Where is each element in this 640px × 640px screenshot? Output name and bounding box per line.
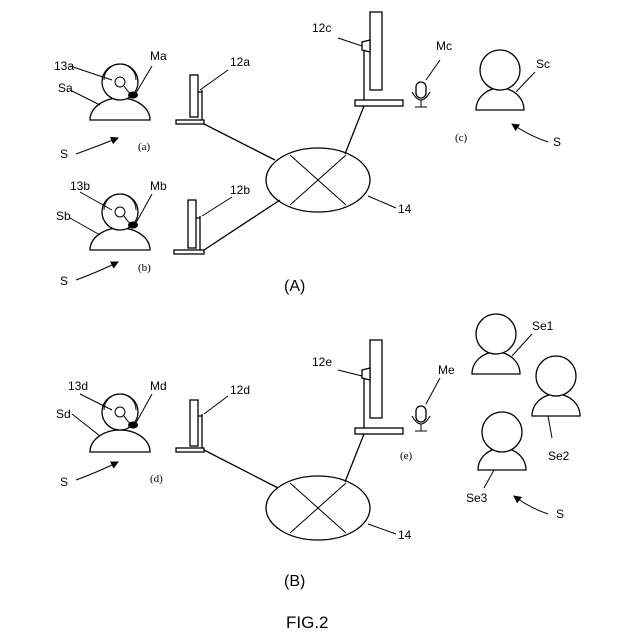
user-label-se2: Se2 (548, 449, 570, 463)
user-label-sb: Sb (56, 209, 71, 223)
user-label-se3: Se3 (466, 491, 488, 505)
monitor-12a-icon (176, 75, 204, 124)
group-label-s: S (60, 274, 68, 288)
headset-label-13a: 13a (54, 59, 74, 73)
headset-label-13b: 13b (70, 179, 90, 193)
mic-me-icon (412, 406, 430, 431)
terminal-label-12a: 12a (230, 55, 250, 69)
figure-label: FIG.2 (286, 613, 329, 632)
sub-label-c: (c) (455, 132, 468, 144)
terminal-label-12c: 12c (312, 21, 331, 35)
user-label-sc: Sc (536, 57, 550, 71)
mic-mc-icon (412, 82, 430, 107)
sub-label-b: (b) (138, 262, 151, 274)
terminal-label-12d: 12d (230, 383, 250, 397)
panel-label-b: (B) (284, 573, 305, 590)
user-label-sa: Sa (58, 81, 73, 95)
group-label-s: S (60, 147, 68, 161)
group-label-s: S (60, 475, 68, 489)
mic-label-ma: Ma (150, 49, 167, 63)
mic-label-md: Md (150, 379, 167, 393)
mic-label-mb: Mb (150, 179, 167, 193)
person-sa-icon (90, 64, 150, 120)
person-se2-icon (532, 356, 580, 416)
person-se1-icon (472, 314, 520, 374)
monitor-12e-icon (355, 340, 403, 434)
panel-a: 13a Ma Sa (a) S 12a 13b Mb Sb (54, 12, 561, 295)
network-label-14: 14 (398, 202, 412, 216)
user-label-sd: Sd (56, 407, 71, 421)
network-14-icon (266, 148, 370, 212)
headset-label-13d: 13d (68, 379, 88, 393)
network-label-14: 14 (398, 528, 412, 542)
terminal-label-12e: 12e (312, 355, 332, 369)
person-sc-icon (476, 50, 524, 110)
panel-label-a: (A) (284, 278, 305, 295)
group-label-s: S (556, 507, 564, 521)
panel-b: 13d Md Sd (d) S 12d 12e (56, 314, 580, 590)
mic-label-mc: Mc (436, 39, 452, 53)
user-label-se1: Se1 (532, 319, 554, 333)
sub-label-e: (e) (400, 450, 413, 462)
mic-label-me: Me (438, 363, 455, 377)
group-label-s: S (553, 135, 561, 149)
terminal-label-12b: 12b (230, 183, 250, 197)
network-14-icon (266, 476, 370, 540)
person-sd-icon (90, 394, 150, 452)
monitor-12d-icon (176, 400, 204, 452)
monitor-12b-icon (174, 200, 204, 254)
sub-label-a: (a) (138, 141, 151, 153)
monitor-12c-icon (355, 12, 403, 106)
sub-label-d: (d) (150, 473, 163, 485)
person-se3-icon (478, 412, 526, 470)
